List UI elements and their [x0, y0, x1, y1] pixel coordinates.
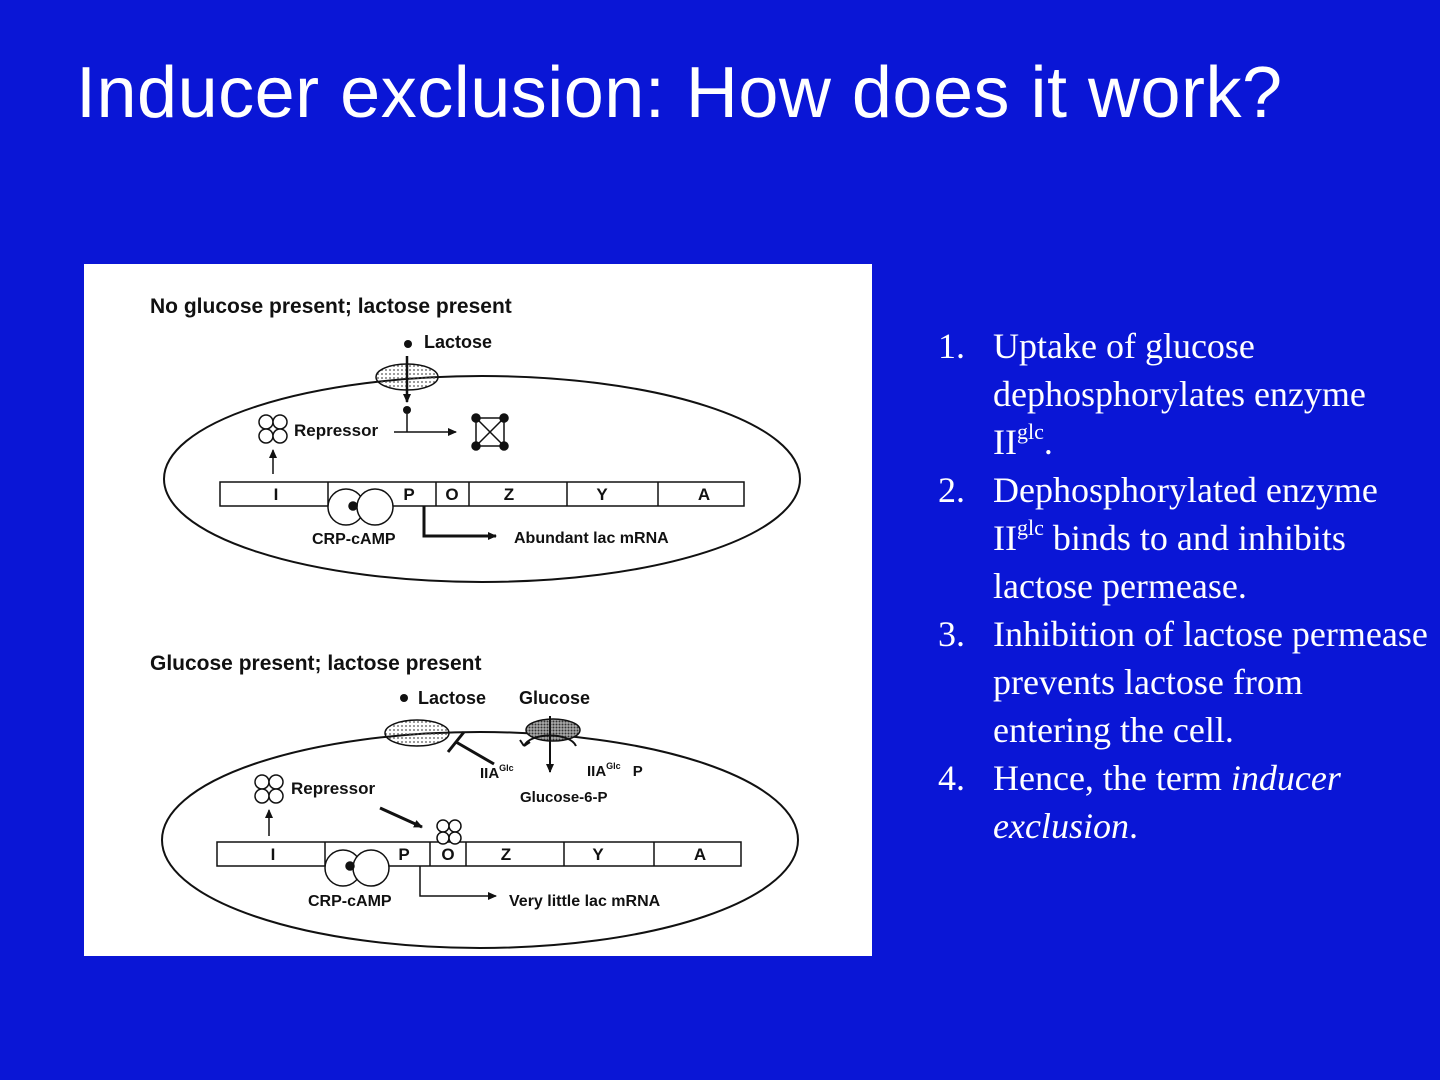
- cell-membrane: [161, 731, 799, 949]
- lactose-molecule-icon: [404, 340, 412, 348]
- repressor-label: Repressor: [294, 421, 378, 440]
- repressor-binding-arrow: [379, 806, 423, 829]
- gene-i: I: [271, 845, 276, 864]
- cell-membrane: [163, 375, 801, 583]
- bound-repressor-icon: [436, 819, 462, 845]
- panel-top-heading: No glucose present; lactose present: [150, 295, 512, 318]
- step-4: 4.Hence, the term inducer exclusion.: [938, 754, 1428, 850]
- panel-no-glucose: No glucose present; lactose present Lact…: [150, 295, 801, 583]
- step-number: 2.: [938, 470, 965, 510]
- phosphate-transfer-arc: [523, 734, 577, 747]
- step-2: 2.Dephosphorylated enzyme IIglc binds to…: [938, 466, 1428, 610]
- glucose-6-p-label: Glucose-6-P: [520, 789, 608, 806]
- panel-bottom-heading: Glucose present; lactose present: [150, 652, 481, 675]
- lactose-inside-icon: [403, 406, 411, 414]
- gene-o: O: [441, 845, 454, 864]
- step-1: 1.Uptake of glucose dephosphorylates enz…: [938, 322, 1428, 466]
- gene-i: I: [274, 485, 279, 504]
- step-number: 4.: [938, 758, 965, 798]
- gene-p: P: [403, 485, 414, 504]
- lac-operon-dna: [219, 481, 745, 507]
- crp-camp-label: CRP-cAMP: [312, 531, 396, 548]
- crp-camp-icon: [327, 488, 394, 526]
- slide-title: Inducer exclusion: How does it work?: [76, 53, 1283, 133]
- gene-p: P: [398, 845, 409, 864]
- gene-z: Z: [501, 845, 511, 864]
- transcription-arrow: [419, 866, 497, 900]
- mrna-label: Abundant lac mRNA: [514, 530, 669, 547]
- repressor-icon: [254, 774, 284, 804]
- mrna-label: Very little lac mRNA: [509, 893, 661, 910]
- crp-camp-label: CRP-cAMP: [308, 893, 392, 910]
- inhibition-line: [455, 740, 495, 766]
- gene-y: Y: [596, 485, 608, 504]
- lactose-label: Lactose: [418, 688, 486, 708]
- inhibition-bar: [446, 731, 466, 753]
- repressor-label: Repressor: [291, 779, 375, 798]
- step-number: 3.: [938, 614, 965, 654]
- gene-a: A: [698, 485, 710, 504]
- lac-operon-figure: No glucose present; lactose present Lact…: [84, 264, 872, 956]
- glucose-label: Glucose: [519, 688, 590, 708]
- lactose-permease-icon: [384, 719, 450, 747]
- repressor-icon: [258, 414, 288, 444]
- lactose-molecule-icon: [400, 694, 408, 702]
- crp-camp-icon: [324, 849, 390, 887]
- lactose-label: Lactose: [424, 332, 492, 352]
- steps-list: 1.Uptake of glucose dephosphorylates enz…: [938, 322, 1428, 850]
- step-number: 1.: [938, 326, 965, 366]
- inactive-repressor-icon: [471, 413, 509, 451]
- gene-y: Y: [592, 845, 604, 864]
- gene-a: A: [694, 845, 706, 864]
- transcription-arrow: [422, 506, 497, 540]
- lac-operon-dna: [216, 841, 742, 867]
- iia-label: IIAGlc: [480, 763, 514, 782]
- step-3: 3.Inhibition of lactose permease prevent…: [938, 610, 1428, 754]
- gene-z: Z: [504, 485, 514, 504]
- gene-o: O: [445, 485, 458, 504]
- lac-operon-diagram: No glucose present; lactose present Lact…: [150, 295, 801, 949]
- panel-glucose: Glucose present; lactose present Lactose…: [150, 652, 799, 949]
